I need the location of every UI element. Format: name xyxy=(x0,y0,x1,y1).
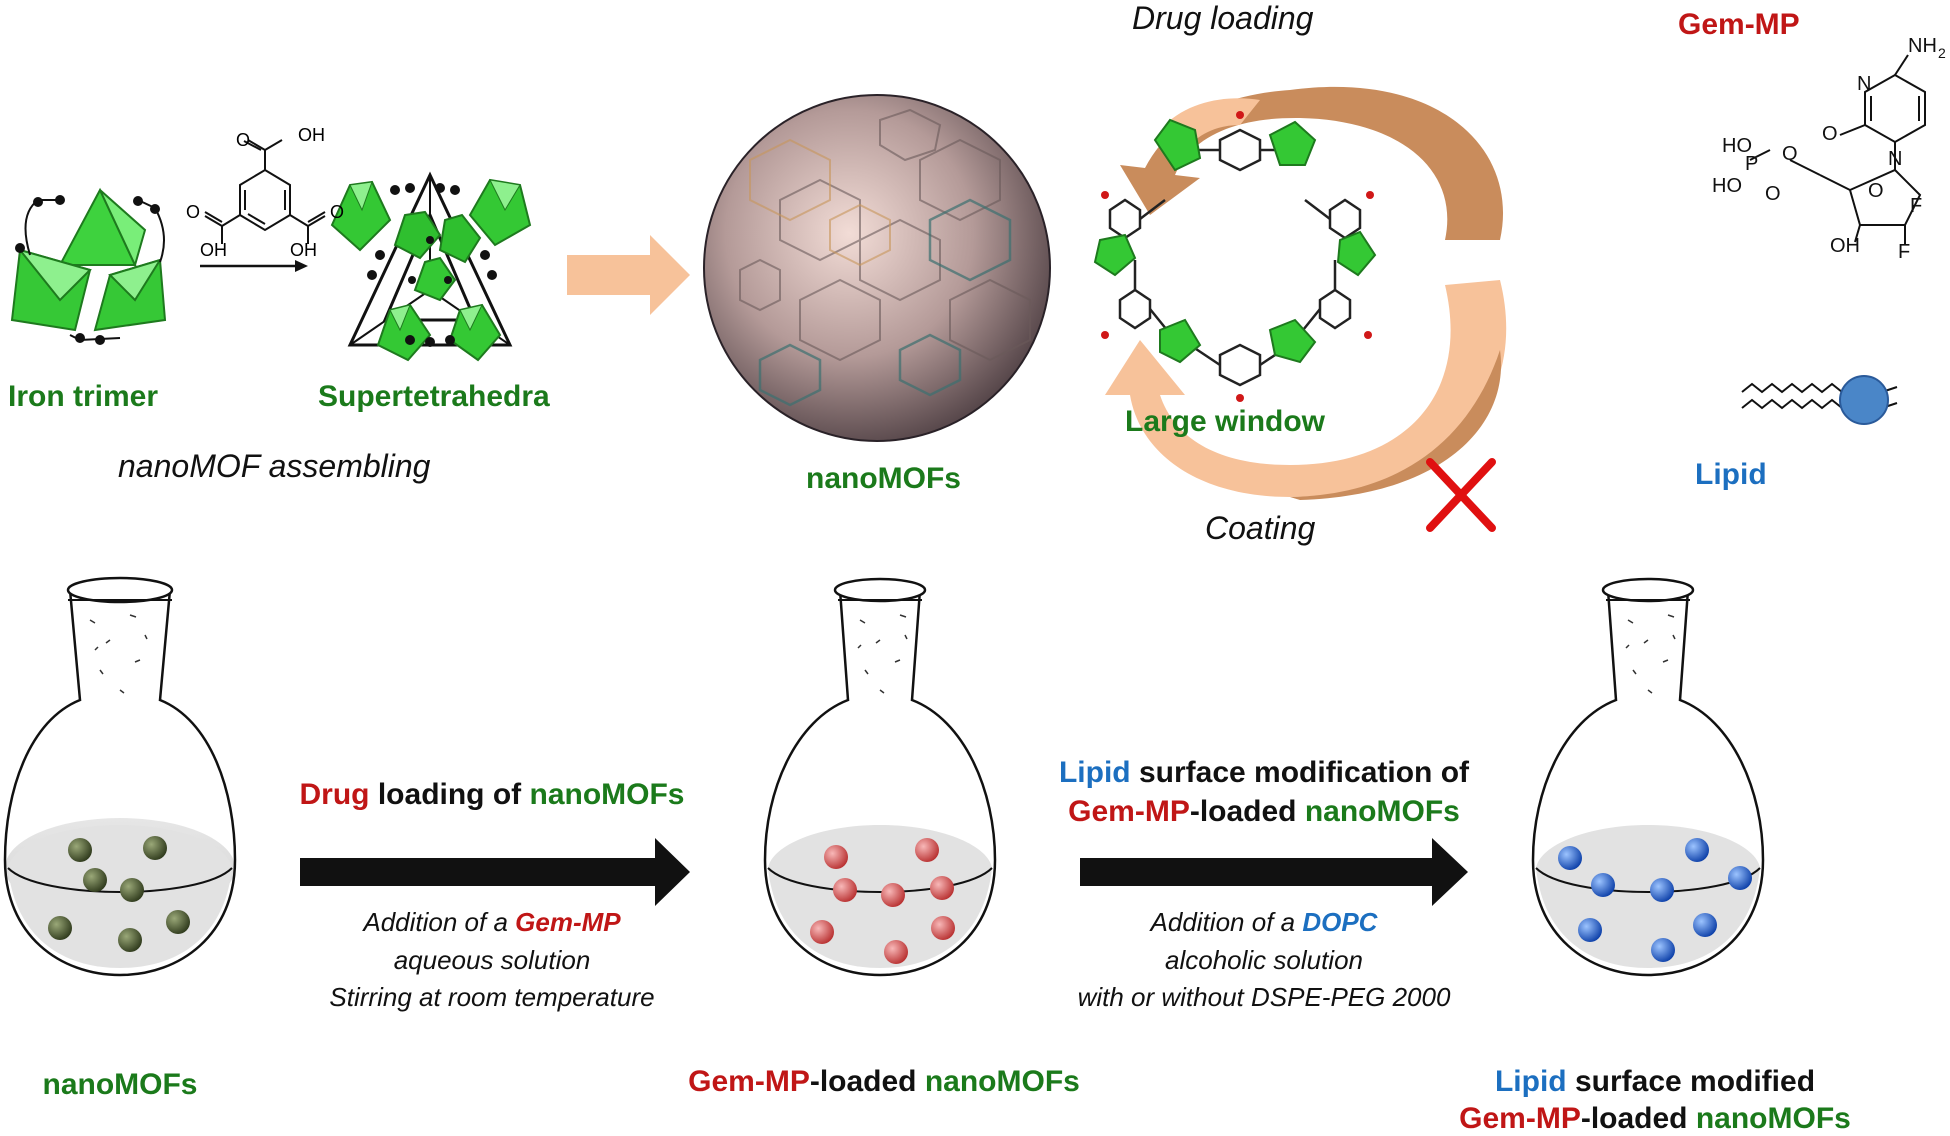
step1-line2: aqueous solution xyxy=(393,945,591,975)
coating-label: Coating xyxy=(1205,510,1316,546)
nanomofs-top-label: nanoMOFs xyxy=(806,462,961,495)
svg-text:O: O xyxy=(1765,183,1781,205)
flask-1-particles xyxy=(48,836,190,952)
flask-3-particles xyxy=(1558,838,1752,962)
supertetrahedra-label: Supertetrahedra xyxy=(318,380,550,413)
flask-2 xyxy=(763,577,997,977)
cross-mark xyxy=(1426,458,1496,532)
flask-2-particles xyxy=(810,838,955,964)
trimesic-acid-linker xyxy=(200,139,326,268)
linker-oh-right: OH xyxy=(290,240,317,260)
linker-oh-top: OH xyxy=(298,125,325,145)
flask-3 xyxy=(1531,577,1765,977)
svg-text:N: N xyxy=(1857,73,1871,95)
svg-text:N: N xyxy=(1888,148,1902,170)
lipid-label: Lipid xyxy=(1695,458,1767,491)
large-window-framework xyxy=(1093,111,1377,402)
svg-text:O: O xyxy=(1782,143,1798,165)
gem-mp-atoms: NH 2 N N O O O HO P HO O OH F F xyxy=(1712,35,1946,263)
gem-mp-label: Gem-MP xyxy=(1678,8,1800,41)
flask3-label-line2: Gem-MP-loaded nanoMOFs xyxy=(1459,1102,1851,1135)
svg-text:HO: HO xyxy=(1712,175,1742,197)
svg-text:P: P xyxy=(1745,153,1758,175)
svg-text:2: 2 xyxy=(1938,45,1946,61)
assembly-arrow xyxy=(567,235,690,315)
step2-line1: Addition of a DOPC xyxy=(1150,907,1378,937)
reaction-arrow-head xyxy=(295,260,308,272)
coating-arrow xyxy=(1105,280,1507,497)
nanomof-sphere xyxy=(703,94,1051,442)
step1-line1: Addition of a Gem-MP xyxy=(363,907,621,937)
linker-oh-left: OH xyxy=(200,240,227,260)
linker-o2: O xyxy=(186,202,201,222)
step1-line3: Stirring at room temperature xyxy=(329,982,655,1012)
flask3-label-line1: Lipid surface modified xyxy=(1494,1065,1816,1098)
process-arrow-1 xyxy=(300,838,690,906)
svg-text:O: O xyxy=(1868,180,1884,202)
step2-line3: with or without DSPE-PEG 2000 xyxy=(1077,982,1451,1012)
process-arrow-2 xyxy=(1080,838,1468,906)
flask2-label: Gem-MP-loaded nanoMOFs xyxy=(688,1065,1080,1098)
svg-text:NH: NH xyxy=(1908,35,1937,57)
svg-text:HO: HO xyxy=(1722,135,1752,157)
linker-o3: O xyxy=(330,202,345,222)
lipid-structure xyxy=(1741,375,1898,425)
assembling-label: nanoMOF assembling xyxy=(118,448,431,484)
step2-title-2: Gem-MP-loaded nanoMOFs xyxy=(1068,795,1460,828)
svg-text:F: F xyxy=(1910,195,1922,217)
svg-text:F: F xyxy=(1898,241,1910,263)
step2-title-1: Lipid surface modification of xyxy=(1058,756,1470,789)
linker-o1: O xyxy=(236,130,251,150)
flask1-label: nanoMOFs xyxy=(42,1068,198,1101)
flask-1 xyxy=(3,576,237,977)
supertetrahedra-structure xyxy=(330,171,532,362)
gem-mp-structure xyxy=(1749,54,1926,245)
step1-title: Drug loading of nanoMOFs xyxy=(299,778,685,811)
iron-trimer-label: Iron trimer xyxy=(8,380,159,413)
large-window-label: Large window xyxy=(1125,405,1326,438)
iron-trimer-structure xyxy=(10,187,167,345)
svg-text:O: O xyxy=(1822,123,1838,145)
step2-line2: alcoholic solution xyxy=(1164,945,1364,975)
drug-loading-label: Drug loading xyxy=(1132,0,1314,36)
svg-text:OH: OH xyxy=(1830,235,1860,257)
